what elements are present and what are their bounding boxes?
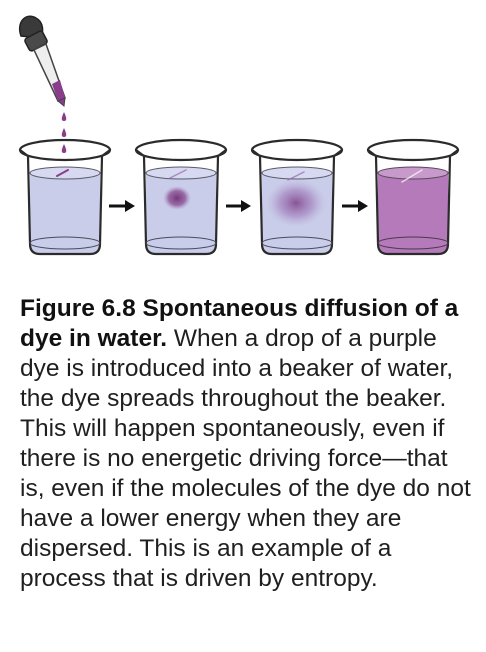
beaker-3 bbox=[250, 138, 344, 256]
dropper-icon bbox=[19, 15, 66, 107]
figure-body-text: When a drop of a purple dye is introduce… bbox=[20, 325, 471, 592]
dye-drop bbox=[61, 144, 67, 153]
right-arrow-icon bbox=[226, 200, 251, 212]
figure-title: Figure 6.8 Spontaneous diffusion of a dy… bbox=[20, 295, 459, 352]
beaker-4 bbox=[366, 138, 460, 256]
beaker-1 bbox=[18, 138, 112, 256]
right-arrow-icon bbox=[342, 200, 368, 212]
beaker-2 bbox=[134, 138, 228, 256]
right-arrow-icon bbox=[109, 200, 135, 212]
dye-drops bbox=[61, 112, 67, 153]
dye-drop bbox=[61, 128, 67, 137]
diffusion-illustration bbox=[18, 15, 460, 256]
dye-drop bbox=[61, 112, 67, 121]
figure-caption: Figure 6.8 Spontaneous diffusion of a dy… bbox=[20, 294, 476, 594]
